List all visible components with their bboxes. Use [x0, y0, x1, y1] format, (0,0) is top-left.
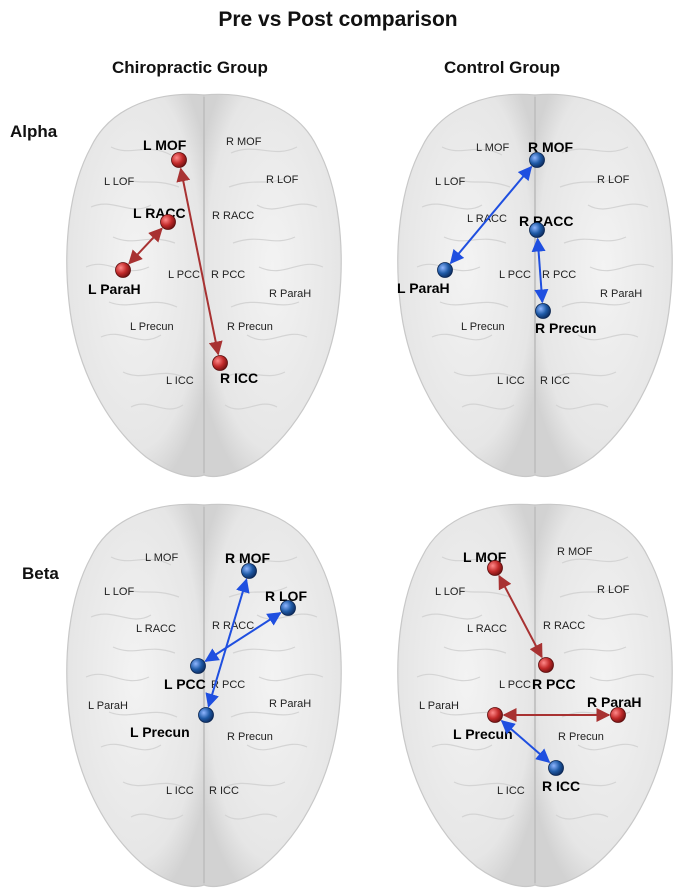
region-label-lpcc: L PCC [164, 676, 206, 692]
region-label-rpcc: R PCC [211, 269, 245, 281]
column-header-control: Control Group [444, 58, 561, 77]
connection-rracc-rprecun [531, 237, 549, 304]
region-label-lpcc: L PCC [499, 269, 531, 281]
connection-rmof-lparah [449, 165, 533, 265]
region-label-rracc: R RACC [212, 210, 254, 222]
region-label-rprecun: R Precun [558, 731, 604, 743]
row-header-beta: Beta [22, 564, 59, 583]
region-label-rparah: R ParaH [269, 698, 311, 710]
region-label-rprecun: R Precun [227, 731, 273, 743]
left-hemisphere [66, 93, 205, 478]
region-label-rprecun: R Precun [535, 320, 596, 336]
region-label-lparah: L ParaH [419, 700, 459, 712]
region-label-lparah: L ParaH [88, 700, 128, 712]
region-label-rparah: R ParaH [587, 694, 641, 710]
region-label-llof: L LOF [435, 176, 465, 188]
region-label-lracc: L RACC [133, 205, 186, 221]
region-label-lprecun: L Precun [130, 321, 174, 333]
region-label-lpcc: L PCC [168, 269, 200, 281]
right-hemisphere [534, 503, 673, 888]
region-label-llof: L LOF [435, 586, 465, 598]
region-label-licc: L ICC [497, 375, 525, 387]
node-lparah [115, 262, 131, 278]
region-label-lprecun: L Precun [461, 321, 505, 333]
right-hemisphere [534, 93, 673, 478]
node-lpcc [190, 658, 206, 674]
node-lmof [171, 152, 187, 168]
region-label-lparah: L ParaH [397, 280, 450, 296]
region-label-licc: L ICC [166, 785, 194, 797]
node-lparah [437, 262, 453, 278]
region-label-rracc: R RACC [543, 620, 585, 632]
region-label-rlof: R LOF [265, 588, 307, 604]
page-title: Pre vs Post comparison [218, 8, 458, 31]
connection-rlof-lpcc [204, 612, 282, 662]
region-label-rparah: R ParaH [269, 288, 311, 300]
row-header-alpha: Alpha [10, 122, 58, 141]
region-label-lprecun: L Precun [130, 724, 190, 740]
column-header-chiropractic: Chiropractic Group [112, 58, 268, 77]
node-lprecun [198, 707, 214, 723]
node-ricc [212, 355, 228, 371]
node-rprecun [535, 303, 551, 319]
panel-chiro-alpha: L MOF R MOF L LOF R LOF L RACC R RACC L PCC R P… [66, 93, 342, 478]
region-label-licc: L ICC [166, 375, 194, 387]
region-label-rmof: R MOF [225, 550, 271, 566]
region-label-rpcc: R PCC [542, 269, 576, 281]
connection-lparah-lracc [128, 227, 163, 265]
region-label-ricc: R ICC [542, 778, 580, 794]
node-lracc [160, 214, 176, 230]
node-rracc [529, 222, 545, 238]
node-rmof [241, 563, 257, 579]
region-label-rlof: R LOF [597, 174, 630, 186]
region-label-ricc: R ICC [209, 785, 239, 797]
region-label-rmof: R MOF [557, 546, 593, 558]
region-label-llof: L LOF [104, 586, 134, 598]
node-rmof [529, 152, 545, 168]
region-label-llof: L LOF [104, 176, 134, 188]
region-label-rlof: R LOF [597, 584, 630, 596]
connection-lprecun-ricc [500, 719, 551, 764]
region-label-rmof: R MOF [226, 136, 262, 148]
connection-lmof-ricc [176, 167, 223, 356]
node-rparah [610, 707, 626, 723]
region-label-rlof: R LOF [266, 174, 299, 186]
region-label-rparah: R ParaH [600, 288, 642, 300]
region-label-lracc: L RACC [467, 623, 507, 635]
node-lmof [487, 560, 503, 576]
region-label-licc: L ICC [497, 785, 525, 797]
right-hemisphere [203, 93, 342, 478]
region-label-lmof: L MOF [476, 142, 509, 154]
node-ricc [548, 760, 564, 776]
region-label-lmof: L MOF [145, 552, 178, 564]
region-label-lracc: L RACC [136, 623, 176, 635]
left-hemisphere [66, 503, 205, 888]
region-label-lmof: L MOF [143, 137, 187, 153]
region-label-rpcc: R PCC [532, 676, 576, 692]
region-label-rracc: R RACC [519, 213, 573, 229]
connection-lmof-rpcc [498, 574, 543, 659]
node-rpcc [538, 657, 554, 673]
region-label-ricc: R ICC [220, 370, 258, 386]
node-lprecun [487, 707, 503, 723]
region-label-ricc: R ICC [540, 375, 570, 387]
region-label-rmof: R MOF [528, 139, 574, 155]
region-label-lpcc: L PCC [499, 679, 531, 691]
region-label-lprecun: L Precun [453, 726, 513, 742]
node-rlof [280, 600, 296, 616]
region-label-lparah: L ParaH [88, 281, 141, 297]
region-label-rprecun: R Precun [227, 321, 273, 333]
